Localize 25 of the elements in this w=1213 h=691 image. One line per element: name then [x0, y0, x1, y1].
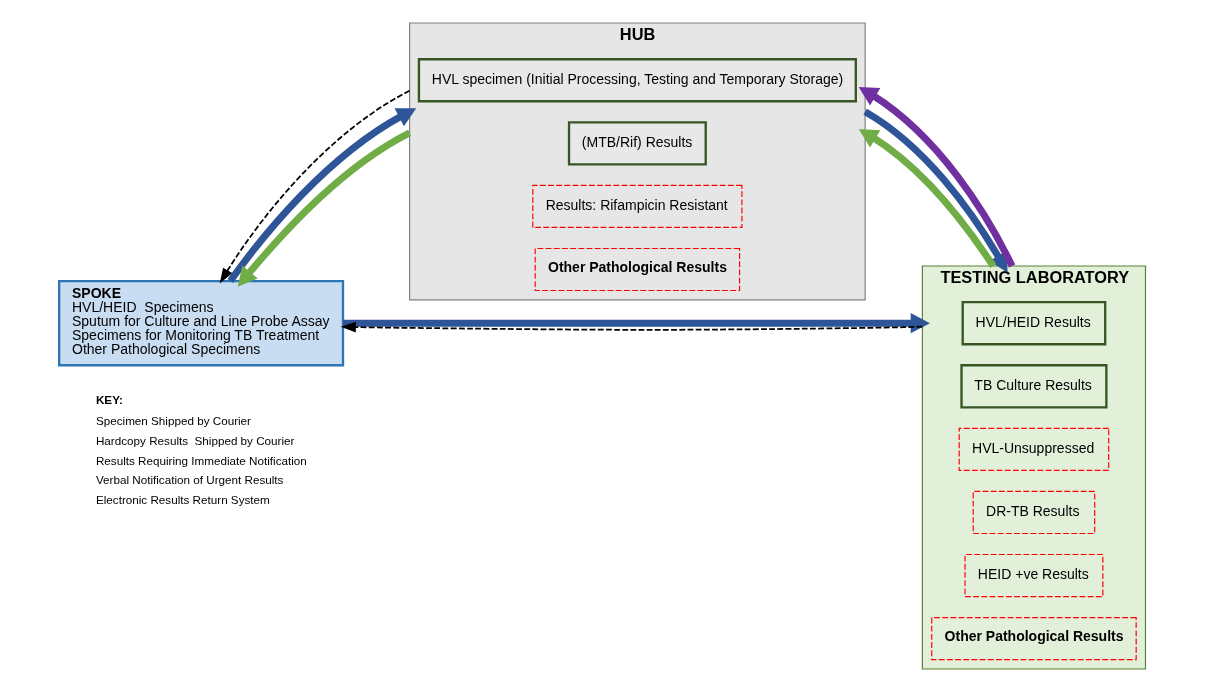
- arrow: [226, 107, 416, 283]
- node-box: DR-TB Results: [972, 490, 1095, 534]
- node-box: HVL specimen (Initial Processing, Testing and Temporary Storage): [417, 57, 857, 102]
- arrow: [858, 128, 996, 268]
- node-box: HVL/HEID Results: [961, 300, 1106, 345]
- arrow: [858, 86, 1015, 268]
- node-box: HEID +ve Results: [963, 553, 1103, 597]
- legend-label: Hardcopy Results Shipped by Courier: [95, 433, 294, 447]
- arrow: [237, 129, 411, 287]
- legend-label: Specimen Shipped by Courier: [95, 413, 251, 427]
- arrow: [340, 321, 923, 332]
- node-box: Results: Rifampicin Resistant: [531, 184, 742, 228]
- legend-label: Results Requiring Immediate Notification: [95, 453, 307, 467]
- legend-label: Verbal Notification of Urgent Results: [95, 472, 283, 486]
- node-box: (MTB/Rif) Results: [567, 120, 707, 166]
- node-box: Other Pathological Results: [930, 616, 1137, 660]
- legend-label: Electronic Results Return System: [95, 492, 270, 506]
- node-box: HVL-Unsuppressed: [958, 427, 1109, 471]
- arrow: [219, 89, 410, 283]
- node-box: TB Culture Results: [959, 363, 1108, 408]
- node-box: Other Pathological Results: [534, 247, 740, 291]
- node-box: SPOKE HVL/HEID Specimens Sputum for Culture and Line Probe Assay Specimens for Monitoring TB Treatment Other Pathological Specimens: [57, 279, 344, 366]
- label: KEY:: [95, 392, 123, 406]
- arrow: [342, 312, 930, 333]
- arrow: [862, 108, 1008, 272]
